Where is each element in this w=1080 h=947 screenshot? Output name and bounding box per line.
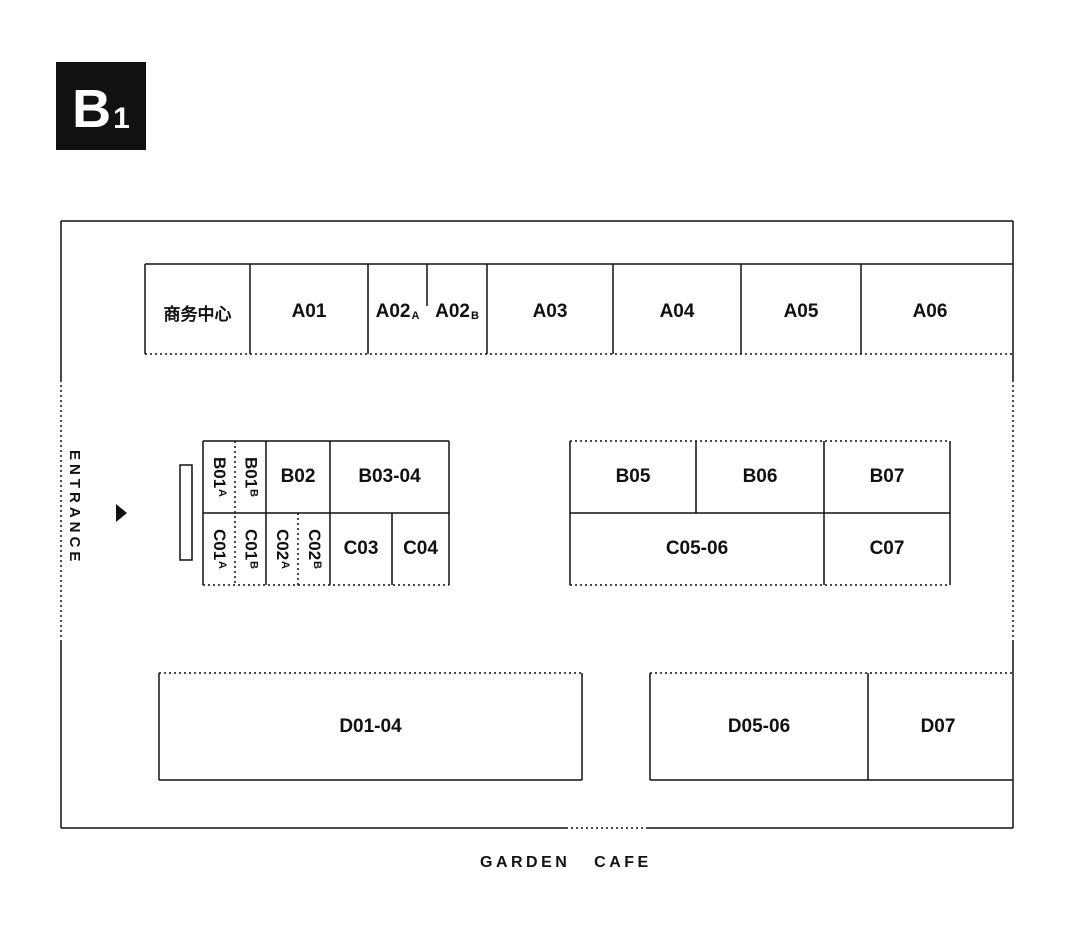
booth-c02a-sub: A [279,561,291,570]
booth-d05-06[interactable]: D05-06 [650,707,868,747]
booth-b01b-sub: B [247,489,260,498]
booth-a03-label: A03 [532,301,568,322]
booth-a06[interactable]: A06 [861,292,999,332]
booth-c04[interactable]: C04 [392,529,449,569]
booth-a01[interactable]: A01 [250,292,368,332]
booth-b01b-label: B01 [241,456,261,489]
booth-b03-04[interactable]: B03-04 [330,457,449,497]
booth-b02[interactable]: B02 [266,457,330,497]
booth-b06[interactable]: B06 [696,457,824,497]
booth-c03[interactable]: C03 [330,529,392,569]
booth-d01-04[interactable]: D01-04 [159,707,582,747]
booth-a05-label: A05 [783,301,819,322]
booth-c04-label: C04 [403,538,438,559]
booth-d07[interactable]: D07 [868,707,1008,747]
level-number: 1 [113,102,130,135]
booth-c01b-sub: B [247,561,260,570]
booth-c07[interactable]: C07 [824,529,950,569]
booth-a02b-label: A02 [435,301,470,322]
booth-b02-label: B02 [280,466,316,487]
booth-a02a-label: A02 [375,301,411,322]
booth-b07[interactable]: B07 [824,457,950,497]
booth-row-a [144,263,1013,355]
booth-a04[interactable]: A04 [613,292,741,332]
booth-a06-label: A06 [912,301,948,322]
booth-island-left [179,440,450,586]
booth-c03-label: C03 [343,538,379,559]
booth-c02a-label: C02 [273,528,292,561]
booth-b07-label: B07 [869,466,905,487]
booth-c02b-label: C02 [305,528,324,561]
booth-d01-04-label: D01-04 [339,716,402,737]
entrance-arrow-icon [116,504,127,522]
booth-row-d [158,672,1013,781]
booth-b05-label: B05 [615,466,651,487]
booth-a01-label: A01 [291,301,327,322]
booth-b03-04-label: B03-04 [358,466,421,487]
booth-a05[interactable]: A05 [741,292,861,332]
booth-c01a-label: C01 [210,528,229,561]
booth-b01a-sub: A [216,489,228,498]
booth-a04-label: A04 [659,301,695,322]
booth-business-center-label: 商务中心 [163,304,232,324]
booth-b01a-label: B01 [210,456,229,489]
hall-outline [60,220,1014,829]
booth-c05-06[interactable]: C05-06 [570,529,824,569]
garden-cafe-label: GARDEN CAFE [480,854,652,871]
entrance-label: ENTRANCE [66,450,83,566]
booth-a02b-sub: B [470,310,479,322]
booth-c01a-sub: A [216,561,228,570]
booth-island-right [569,440,951,586]
booth-d05-06-label: D05-06 [727,716,791,737]
booth-c07-label: C07 [869,538,905,559]
booth-b05[interactable]: B05 [570,457,696,497]
booth-c01b-label: C01 [241,528,261,561]
booth-d07-label: D07 [920,716,956,737]
booth-c02b-sub: B [311,561,323,570]
booth-a03[interactable]: A03 [487,292,613,332]
booth-b06-label: B06 [742,466,778,487]
booth-business-center[interactable]: 商务中心 [145,292,250,332]
level-letter: B [72,79,112,139]
booth-a02a-sub: A [411,310,420,322]
booth-c05-06-label: C05-06 [665,538,729,559]
